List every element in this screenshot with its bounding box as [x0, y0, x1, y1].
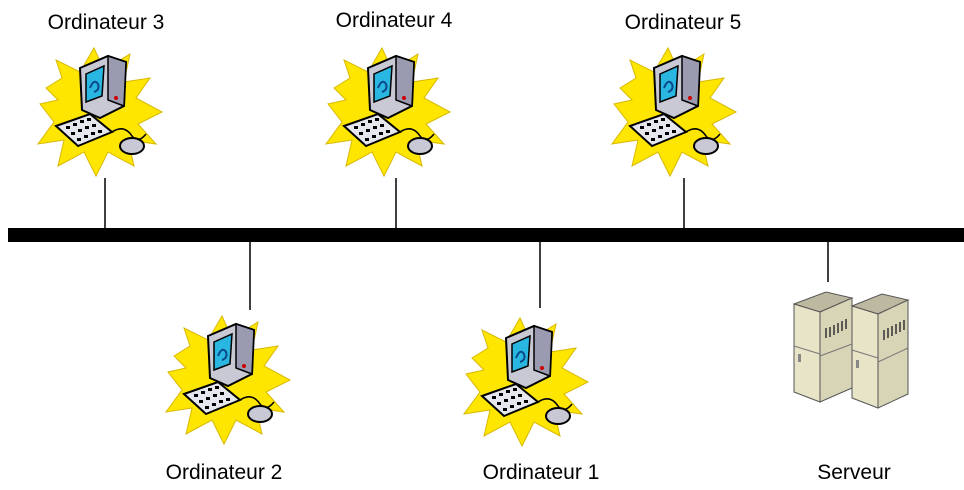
label-ordinateur-1: Ordinateur 1 [482, 461, 600, 484]
computer-icon [165, 315, 291, 445]
computer-icon [37, 47, 163, 177]
label-ordinateur-2: Ordinateur 2 [165, 461, 283, 484]
server-icon [793, 291, 909, 409]
label-ordinateur-4: Ordinateur 4 [335, 9, 453, 32]
label-ordinateur-3: Ordinateur 3 [47, 11, 165, 34]
label-ordinateur-5: Ordinateur 5 [624, 11, 742, 34]
computer-icon [463, 317, 589, 447]
computer-icon [611, 47, 737, 177]
computer-icon [325, 47, 451, 177]
label-serveur: Serveur [817, 461, 891, 484]
network-bus [8, 228, 964, 242]
